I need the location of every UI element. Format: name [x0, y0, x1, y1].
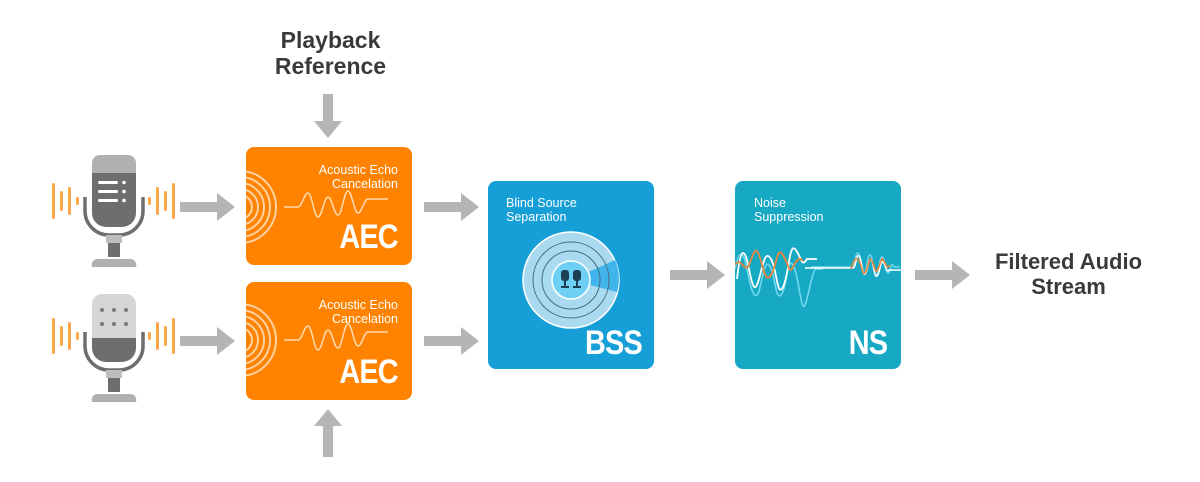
bss-abbr: BSS — [585, 324, 643, 362]
aec-block-bottom: Acoustic Echo Cancelation AEC — [246, 282, 412, 400]
aec-bottom-title-line-1: Acoustic Echo — [318, 298, 398, 312]
echo-wave-icon — [246, 170, 388, 244]
arrow-down-playback — [314, 94, 342, 138]
aec-top-abbr: AEC — [339, 218, 399, 256]
filtered-audio-stream-label: Filtered Audio Stream — [976, 249, 1161, 300]
sound-wave-right-icon — [148, 183, 175, 219]
sound-wave-left-icon — [52, 318, 79, 354]
echo-wave-icon — [246, 303, 388, 377]
aec-block-top: Acoustic Echo Cancelation AEC — [246, 147, 412, 265]
mic-pair-icon — [561, 270, 581, 288]
sound-wave-left-icon — [52, 183, 79, 219]
bss-title: Blind Source Separation — [506, 196, 577, 225]
microphone-icon-2 — [52, 294, 175, 402]
arrow-bss-to-ns — [670, 261, 725, 289]
ns-abbr: NS — [848, 324, 888, 362]
bss-block: Blind Source Separation BSS — [488, 181, 654, 369]
noise-waveform-icon — [735, 247, 901, 308]
playback-reference-label: Playback Reference — [248, 27, 413, 80]
ns-title: Noise Suppression — [754, 196, 824, 225]
bss-title-line-1: Blind Source — [506, 196, 577, 210]
arrow-mic1-to-aec — [180, 193, 235, 221]
beamforming-radar-icon — [522, 231, 620, 329]
arrow-aec1-to-bss — [424, 193, 479, 221]
arrow-aec2-to-bss — [424, 327, 479, 355]
aec-top-title-line-2: Cancelation — [331, 177, 398, 192]
output-label-line-1: Filtered Audio — [994, 249, 1143, 274]
arrow-up-reference — [314, 409, 342, 457]
bss-title-line-2: Separation — [506, 210, 567, 225]
ns-block: Noise Suppression NS — [735, 181, 901, 369]
microphone-icon-1 — [52, 155, 175, 267]
aec-bottom-abbr: AEC — [339, 353, 399, 391]
ns-title-line-2: Suppression — [754, 210, 824, 225]
sound-wave-right-icon — [148, 318, 175, 354]
output-label-line-2: Stream — [1031, 274, 1106, 300]
aec-bottom-title-line-2: Cancelation — [331, 312, 398, 327]
aec-top-title: Acoustic Echo Cancelation — [319, 163, 398, 192]
playback-reference-line-1: Playback — [280, 27, 381, 53]
aec-top-title-line-1: Acoustic Echo — [318, 163, 398, 177]
arrow-ns-to-output — [915, 261, 970, 289]
playback-reference-line-2: Reference — [274, 53, 387, 80]
arrow-mic2-to-aec — [180, 327, 235, 355]
aec-bottom-title: Acoustic Echo Cancelation — [319, 298, 398, 327]
ns-title-line-1: Noise — [754, 196, 786, 210]
